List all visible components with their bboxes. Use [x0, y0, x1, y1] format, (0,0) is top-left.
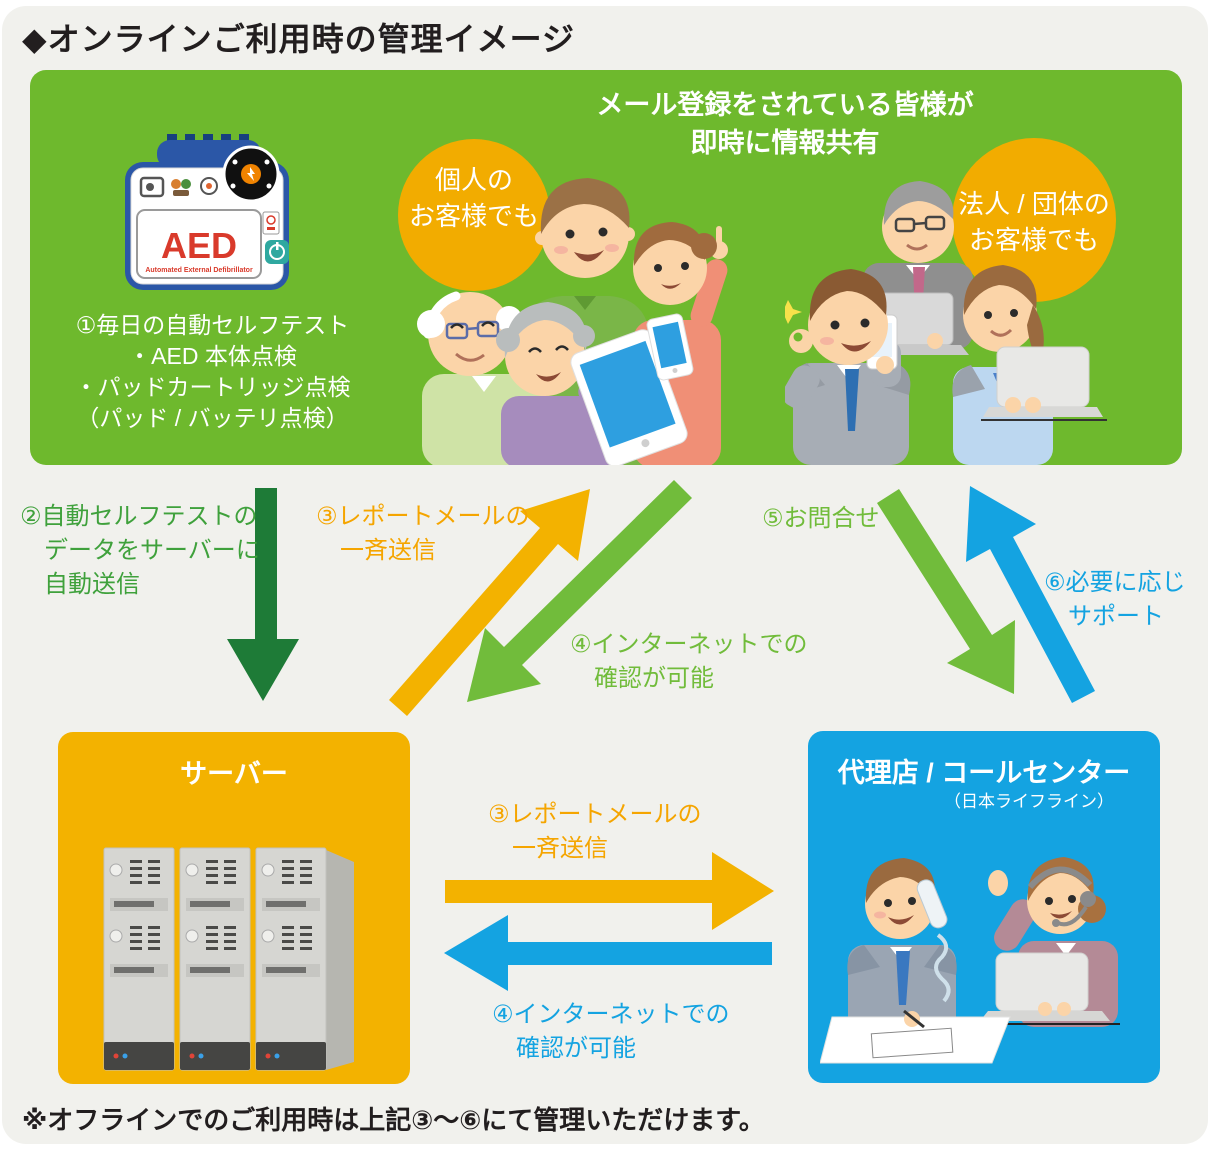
callcenter-panel-sublabel: （日本ライフライン）: [944, 792, 1114, 811]
server-rack-illustration: [103, 847, 354, 1071]
step2-line1: ②自動セルフテストの: [20, 503, 258, 530]
aed-sublabel: Automated External Defibrillator: [145, 267, 253, 274]
business-woman-figure: [952, 265, 1107, 465]
server-tower: [179, 847, 251, 1071]
step4-lower-label: ④インターネットでの 確認が可能: [492, 998, 730, 1066]
step2-line2: データをサーバーに: [44, 537, 260, 564]
callcenter-panel-label: 代理店 / コールセンター: [837, 758, 1131, 788]
panel-heading: メール登録をされている皆様が 即時に情報共有: [480, 86, 1090, 162]
callcenter-panel: 代理店 / コールセンター （日本ライフライン）: [808, 731, 1160, 1083]
corporate-customer-label: 法人 / 団体の お客様でも: [952, 186, 1116, 258]
personal-customer-circle: [398, 139, 550, 291]
online-users-panel: メール登録をされている皆様が 即時に情報共有: [30, 70, 1182, 465]
step4-lower-line2: 確認が可能: [516, 1035, 636, 1062]
offline-footnote: ※オフラインでのご利用時は上記③〜⑥にて管理いただけます。: [22, 1105, 765, 1135]
step3-upper-line1: ③レポートメールの: [316, 503, 530, 530]
step6-line1: ⑥必要に応じ: [1044, 569, 1186, 596]
family-illustration: [417, 178, 728, 465]
aed-label: AED: [161, 225, 237, 266]
step3-lower-label: ③レポートメールの 一斉送信: [488, 798, 702, 866]
step2-label: ②自動セルフテストの データをサーバーに 自動送信: [20, 500, 260, 602]
step4-upper-line1: ④インターネットでの: [570, 631, 808, 658]
selftest-line3: ・パッドカートリッジ点検: [74, 374, 351, 400]
smartphone-device: [646, 313, 694, 381]
corporate-line2: お客様でも: [968, 225, 1099, 255]
step4-lower-line1: ④インターネットでの: [492, 1001, 730, 1028]
selftest-line4: （パッド / バッテリ点検）: [76, 405, 349, 431]
step5-label: ⑤お問合せ: [762, 505, 880, 532]
step6-label: ⑥必要に応じ サポート: [1044, 566, 1186, 634]
server-tower: [103, 847, 175, 1071]
step4-upper-line2: 確認が可能: [594, 665, 714, 692]
heading-line1: メール登録をされている皆様が: [596, 90, 974, 120]
personal-customer-label: 個人の お客様でも: [398, 162, 550, 234]
business-illustration: [785, 181, 1107, 465]
operator-woman-figure: [978, 857, 1120, 1027]
selftest-line2: ・AED 本体点検: [128, 343, 297, 369]
heading-line2: 即時に情報共有: [690, 128, 880, 158]
server-tower: [255, 847, 327, 1071]
step3-lower-line1: ③レポートメールの: [488, 801, 702, 828]
server-panel-label: サーバー: [180, 759, 288, 789]
step3-upper-line2: 一斉送信: [340, 537, 436, 564]
step3-upper-label: ③レポートメールの 一斉送信: [316, 500, 530, 568]
agent-man-figure: [847, 858, 957, 1037]
selftest-line1: ①毎日の自動セルフテスト: [75, 312, 350, 338]
step2-line3: 自動送信: [44, 571, 140, 598]
young-businessman-figure: [785, 269, 911, 465]
corporate-line1: 法人 / 団体の: [958, 189, 1110, 219]
page-title: ◆オンラインご利用時の管理イメージ: [22, 21, 575, 57]
step3-lower-line2: 一斉送信: [512, 835, 608, 862]
step4-upper-label: ④インターネットでの 確認が可能: [570, 628, 808, 696]
selftest-text: ①毎日の自動セルフテスト ・AED 本体点検 ・パッドカートリッジ点検 （パッド…: [40, 310, 385, 434]
step6-line2: サポート: [1068, 603, 1164, 630]
server-panel: サーバー: [58, 732, 410, 1084]
aed-device-illustration: AED Automated External Defibrillator: [125, 134, 289, 290]
personal-line2: お客様でも: [408, 201, 539, 231]
aed-top-icons: [139, 176, 218, 198]
personal-line1: 個人の: [434, 165, 513, 195]
callcenter-illustration: [820, 857, 1120, 1064]
desk-and-paper: [820, 1009, 1011, 1064]
